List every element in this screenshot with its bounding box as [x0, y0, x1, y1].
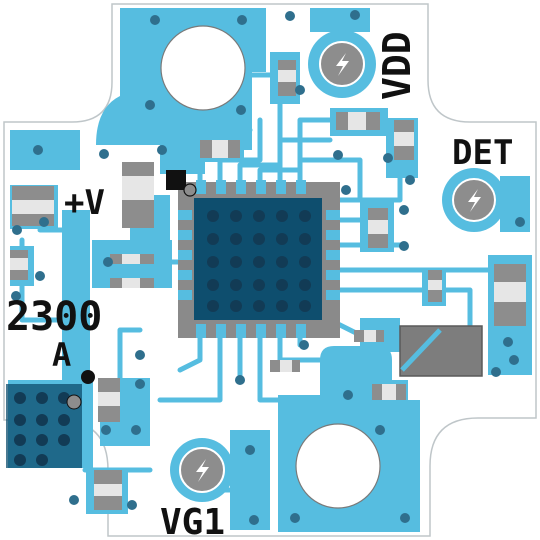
label-revision: A	[52, 336, 71, 374]
capacitor-c6	[98, 378, 120, 422]
copper-pour-left-upper	[10, 130, 80, 170]
label-vg1: VG1	[160, 502, 225, 540]
test-point-vg1	[170, 438, 234, 502]
bottom-left-pad	[6, 384, 82, 468]
capacitor-c2	[368, 208, 388, 248]
lightning-icon	[336, 53, 349, 76]
lightning-icon	[196, 459, 209, 482]
label-vdd: VDD	[375, 31, 419, 100]
resistor-r7	[354, 330, 384, 342]
capacitor-c1	[394, 120, 414, 160]
resistor-r9	[428, 270, 442, 302]
resistor-r3	[110, 254, 154, 264]
capacitor-c7	[94, 470, 122, 510]
test-point-vdd	[308, 30, 376, 98]
label-part-number: 2300	[6, 294, 102, 340]
capacitor-c4	[122, 162, 154, 228]
test-point-det	[442, 168, 506, 232]
capacitor-c3	[200, 140, 240, 158]
resistor-r5	[10, 250, 28, 280]
fiducial-dot	[81, 370, 95, 384]
thermal-vias	[207, 210, 311, 312]
resistor-r1	[278, 60, 296, 96]
mounting-hole-top	[160, 25, 246, 111]
pin1-marker	[166, 170, 186, 190]
vias	[11, 10, 525, 525]
label-plus-v: +V	[64, 183, 105, 223]
lightning-icon	[468, 189, 481, 212]
copper-vdd-tab	[310, 8, 370, 32]
label-det: DET	[452, 133, 513, 173]
main-ic	[166, 170, 340, 338]
resistor-r8	[372, 384, 406, 400]
capacitor-c8	[494, 264, 526, 326]
copper-strip-left	[62, 210, 90, 385]
mounting-hole-bottom	[295, 423, 381, 509]
detector-block	[399, 325, 483, 377]
components	[10, 60, 526, 510]
resistor-r6	[270, 360, 300, 372]
resistor-r4	[110, 278, 154, 288]
resistor-r2	[336, 112, 380, 130]
